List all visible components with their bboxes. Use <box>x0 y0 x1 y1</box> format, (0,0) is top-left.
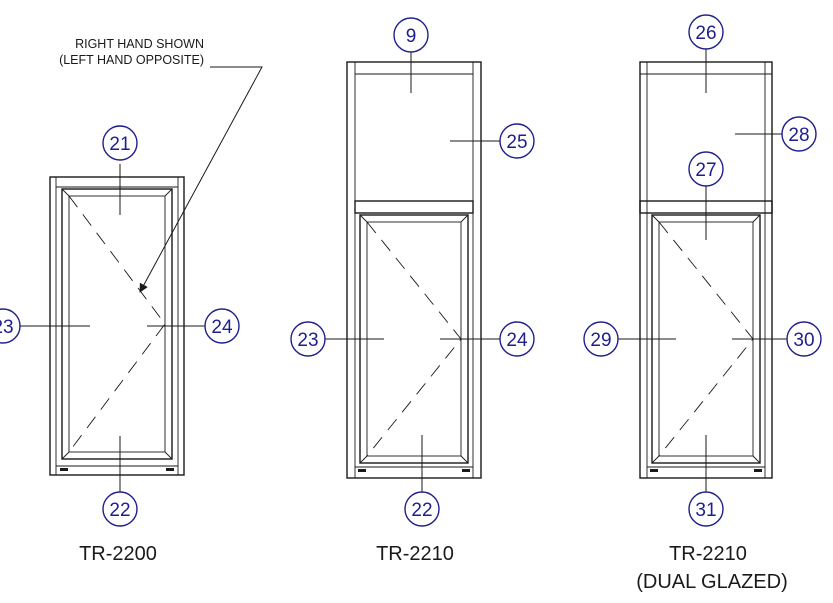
door-frame <box>346 61 482 479</box>
bevel <box>460 455 469 464</box>
callout-bubble <box>786 321 822 357</box>
view-caption-subtitle: (DUAL GLAZED) <box>636 571 788 593</box>
callout-number: 29 <box>590 330 611 351</box>
callout-bubble <box>290 321 326 357</box>
view-caption: TR-2210 <box>669 543 747 565</box>
note-line-1: RIGHT HAND SHOWN <box>75 37 204 51</box>
door-leaf <box>61 188 173 460</box>
callout-number: 23 <box>297 330 318 351</box>
transom-bar <box>354 200 474 214</box>
callout-bubble <box>0 308 21 344</box>
hand-note: RIGHT HAND SHOWN (LEFT HAND OPPOSITE) <box>59 37 263 293</box>
callout-number: 21 <box>109 134 130 155</box>
view-tr-2210: 9 25 23 24 22 TR-2210 <box>290 17 535 565</box>
callout-number: 22 <box>109 500 130 521</box>
callout-number: 9 <box>406 26 417 47</box>
door-frame <box>639 61 773 479</box>
bevel <box>651 455 660 464</box>
callout-bubble <box>204 308 240 344</box>
pivot-marker <box>754 469 762 472</box>
view-caption: TR-2210 <box>376 543 454 565</box>
view-caption: TR-2200 <box>79 543 157 565</box>
note-leader-arrow <box>139 66 263 293</box>
callout-number: 24 <box>506 330 528 351</box>
pivot-marker <box>166 468 174 471</box>
pivot-marker <box>462 469 470 472</box>
callout-bubble <box>688 151 724 187</box>
callout-bubble <box>499 123 535 159</box>
callout-bubble <box>781 116 817 152</box>
bevel <box>359 214 368 223</box>
bevel <box>651 214 660 223</box>
callout-bubble <box>102 491 138 527</box>
callout-bubble <box>102 125 138 161</box>
callout-number: 22 <box>411 500 432 521</box>
callout-bubble <box>499 321 535 357</box>
view-tr-2210-dual-glazed: 26 28 27 29 30 31 TR-2210 (DUAL GLAZED) <box>583 14 822 593</box>
glass-lite <box>68 195 166 453</box>
bevel <box>359 455 368 464</box>
view-tr-2200: 21 23 24 22 TR-2200 <box>0 125 240 565</box>
callout-number: 27 <box>695 160 716 181</box>
bevel <box>164 451 173 460</box>
callout-number: 26 <box>695 23 716 44</box>
callout-bubble <box>688 14 724 50</box>
bevel <box>61 451 70 460</box>
callout-number: 28 <box>788 125 809 146</box>
bevel <box>460 214 469 223</box>
pivot-marker <box>60 468 68 471</box>
callout-number: 24 <box>211 317 233 338</box>
note-line-2: (LEFT HAND OPPOSITE) <box>59 53 204 67</box>
swing-indicator <box>68 195 166 453</box>
bevel <box>164 188 173 197</box>
callout-bubble <box>404 491 440 527</box>
bevel <box>752 455 761 464</box>
callout-number: 30 <box>793 330 814 351</box>
bevel <box>752 214 761 223</box>
callout-number: 25 <box>506 132 527 153</box>
callout-number: 23 <box>0 317 14 338</box>
callout-bubble <box>393 17 429 53</box>
callout-number: 31 <box>695 500 716 521</box>
bevel <box>61 188 70 197</box>
pivot-marker <box>650 469 658 472</box>
callout-bubble <box>583 321 619 357</box>
pivot-marker <box>358 469 366 472</box>
callout-bubble <box>688 491 724 527</box>
